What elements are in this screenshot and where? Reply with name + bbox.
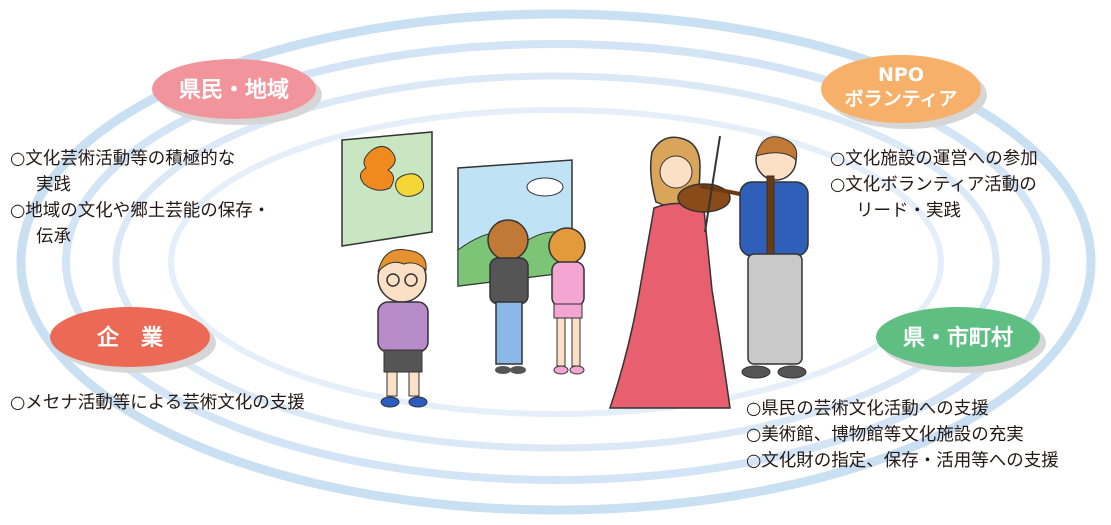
- list-item: ○美術館、博物館等文化施設の充実: [746, 425, 1024, 445]
- bubble-label-volunteers: ボランティア: [845, 88, 958, 110]
- bubble-label-companies: 企 業: [96, 325, 164, 351]
- list-item-continuation: リード・実践: [856, 201, 961, 221]
- prefectural-residents-items: ○文化芸術活動等の積極的な 実践 ○地域の文化や郷土芸能の保存・ 伝承: [10, 146, 270, 250]
- bubble-shape: [876, 307, 1040, 367]
- list-item: ○文化施設の運営への参加: [830, 149, 1038, 169]
- painting-icon: [341, 131, 433, 247]
- prefecture-municipalities-items: ○県民の芸術文化活動への支援 ○美術館、博物館等文化施設の充実 ○文化財の指定、…: [746, 396, 1059, 474]
- bubble-shape: [50, 307, 210, 367]
- list-item-continuation: 伝承: [36, 227, 71, 247]
- bubble-companies: 企 業: [50, 307, 216, 373]
- bubble-prefecture-municipalities: 県・市町村: [876, 307, 1046, 373]
- list-item: ○地域の文化や郷土芸能の保存・: [10, 201, 271, 221]
- bubble-label-prefecture-municipalities: 県・市町村: [903, 325, 1013, 351]
- list-item: ○文化芸術活動等の積極的な: [10, 149, 236, 169]
- concentric-rings: [16, 9, 1096, 515]
- flutist-icon: [739, 136, 809, 379]
- bubble-npo-volunteers: NPO ボランティア: [821, 55, 987, 129]
- list-item: ○メセナ活動等による芸術文化の支援: [10, 393, 305, 413]
- list-item-continuation: 実践: [36, 175, 71, 195]
- list-item: ○県民の芸術文化活動への支援: [746, 399, 989, 419]
- companies-items: ○メセナ活動等による芸術文化の支援: [10, 390, 305, 416]
- npo-volunteers-items: ○文化施設の運営への参加 ○文化ボランティア活動の リード・実践: [830, 146, 1038, 224]
- boy-with-glasses-icon: [377, 248, 429, 408]
- violinist-icon: [608, 135, 761, 409]
- bubble-shape: [821, 55, 981, 123]
- bubble-prefectural-residents: 県民・地域: [152, 59, 322, 125]
- list-item: ○文化ボランティア活動の: [830, 175, 1037, 195]
- bubble-shape: [152, 59, 316, 119]
- bubble-label-prefectural-residents: 県民・地域: [179, 77, 289, 103]
- bubble-label-npo: NPO: [878, 64, 924, 86]
- list-item: ○文化財の指定、保存・活用等への支援: [746, 451, 1059, 471]
- children-viewing-icon: [487, 219, 586, 375]
